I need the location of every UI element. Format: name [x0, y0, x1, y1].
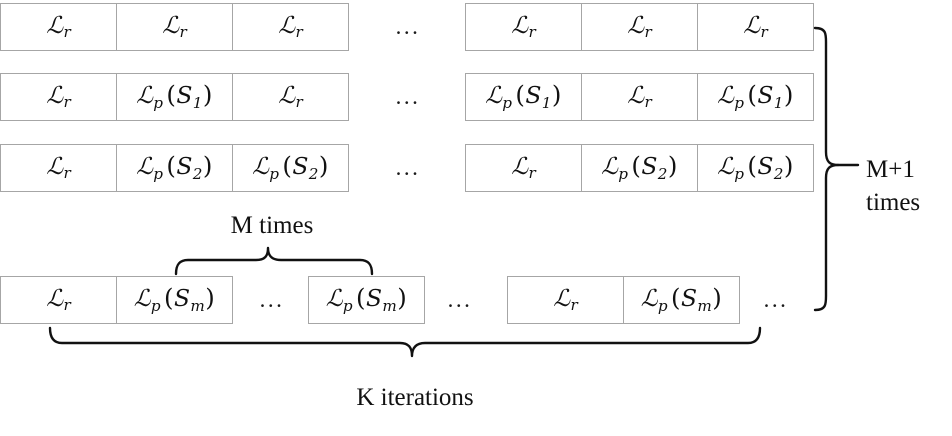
- math-loss-pred-s2: ℒp(S2): [601, 151, 678, 183]
- ellipsis-rowm-mid: ...: [447, 287, 473, 312]
- cell-row2-right-1: ℒp(S1): [465, 73, 582, 121]
- label-k-iterations: K iterations: [356, 384, 474, 411]
- cell-rowm-5: ℒp(Sm): [623, 276, 740, 324]
- math-loss-pred-s1: ℒp(S1): [485, 80, 562, 112]
- math-loss-pred-s2: ℒp(S2): [717, 151, 794, 183]
- math-loss-recon: ℒr: [511, 10, 536, 42]
- label-m-plus-1-line2: times: [866, 189, 921, 216]
- math-loss-recon: ℒr: [46, 10, 71, 42]
- ellipsis-rowm-trailing: ...: [763, 287, 789, 312]
- cell-row2-left-1: ℒr: [0, 73, 117, 121]
- cell-row3-right-2: ℒp(S2): [581, 144, 698, 192]
- cell-row1-right-1: ℒr: [465, 3, 582, 51]
- math-loss-recon: ℒr: [743, 10, 768, 42]
- label-m-times: M times: [230, 212, 314, 239]
- math-loss-recon: ℒr: [627, 80, 652, 112]
- cell-row3-left-1: ℒr: [0, 144, 117, 192]
- cell-row1-right-3: ℒr: [697, 3, 814, 51]
- math-loss-recon: ℒr: [46, 283, 71, 315]
- cell-row3-right-1: ℒr: [465, 144, 582, 192]
- math-loss-recon: ℒr: [511, 151, 536, 183]
- math-loss-pred-sm: ℒp(Sm): [325, 283, 407, 315]
- brace-m-times: [174, 246, 374, 276]
- cell-rowm-2: ℒp(Sm): [116, 276, 233, 324]
- ellipsis-row1: ...: [395, 14, 421, 39]
- cell-rowm-1: ℒr: [0, 276, 117, 324]
- cell-rowm-4: ℒr: [507, 276, 624, 324]
- label-m-plus-1-line1: M+1: [866, 156, 915, 183]
- cell-row2-left-2: ℒp(S1): [116, 73, 233, 121]
- brace-k-iterations: [48, 326, 762, 358]
- cell-row1-left-3: ℒr: [232, 3, 349, 51]
- cell-rowm-3: ℒp(Sm): [308, 276, 425, 324]
- cell-row3-left-3: ℒp(S2): [232, 144, 349, 192]
- math-loss-recon: ℒr: [553, 283, 578, 315]
- math-loss-pred-s2: ℒp(S2): [252, 151, 329, 183]
- math-loss-pred-s2: ℒp(S2): [136, 151, 213, 183]
- math-loss-recon: ℒr: [46, 80, 71, 112]
- math-loss-pred-s1: ℒp(S1): [717, 80, 794, 112]
- math-loss-pred-s1: ℒp(S1): [136, 80, 213, 112]
- cell-row2-left-3: ℒr: [232, 73, 349, 121]
- math-loss-recon: ℒr: [278, 80, 303, 112]
- brace-m-plus-1: [813, 26, 840, 312]
- cell-row1-right-2: ℒr: [581, 3, 698, 51]
- cell-row3-left-2: ℒp(S2): [116, 144, 233, 192]
- cell-row1-left-1: ℒr: [0, 3, 117, 51]
- cell-row2-right-3: ℒp(S1): [697, 73, 814, 121]
- cell-row2-right-2: ℒr: [581, 73, 698, 121]
- math-loss-recon: ℒr: [627, 10, 652, 42]
- math-loss-pred-sm: ℒp(Sm): [133, 283, 215, 315]
- math-loss-recon: ℒr: [46, 151, 71, 183]
- ellipsis-rowm-inner: ...: [259, 287, 285, 312]
- ellipsis-row2: ...: [395, 84, 421, 109]
- math-loss-recon: ℒr: [278, 10, 303, 42]
- cell-row3-right-3: ℒp(S2): [697, 144, 814, 192]
- math-loss-recon: ℒr: [162, 10, 187, 42]
- cell-row1-left-2: ℒr: [116, 3, 233, 51]
- ellipsis-row3: ...: [395, 155, 421, 180]
- math-loss-pred-sm: ℒp(Sm): [640, 283, 722, 315]
